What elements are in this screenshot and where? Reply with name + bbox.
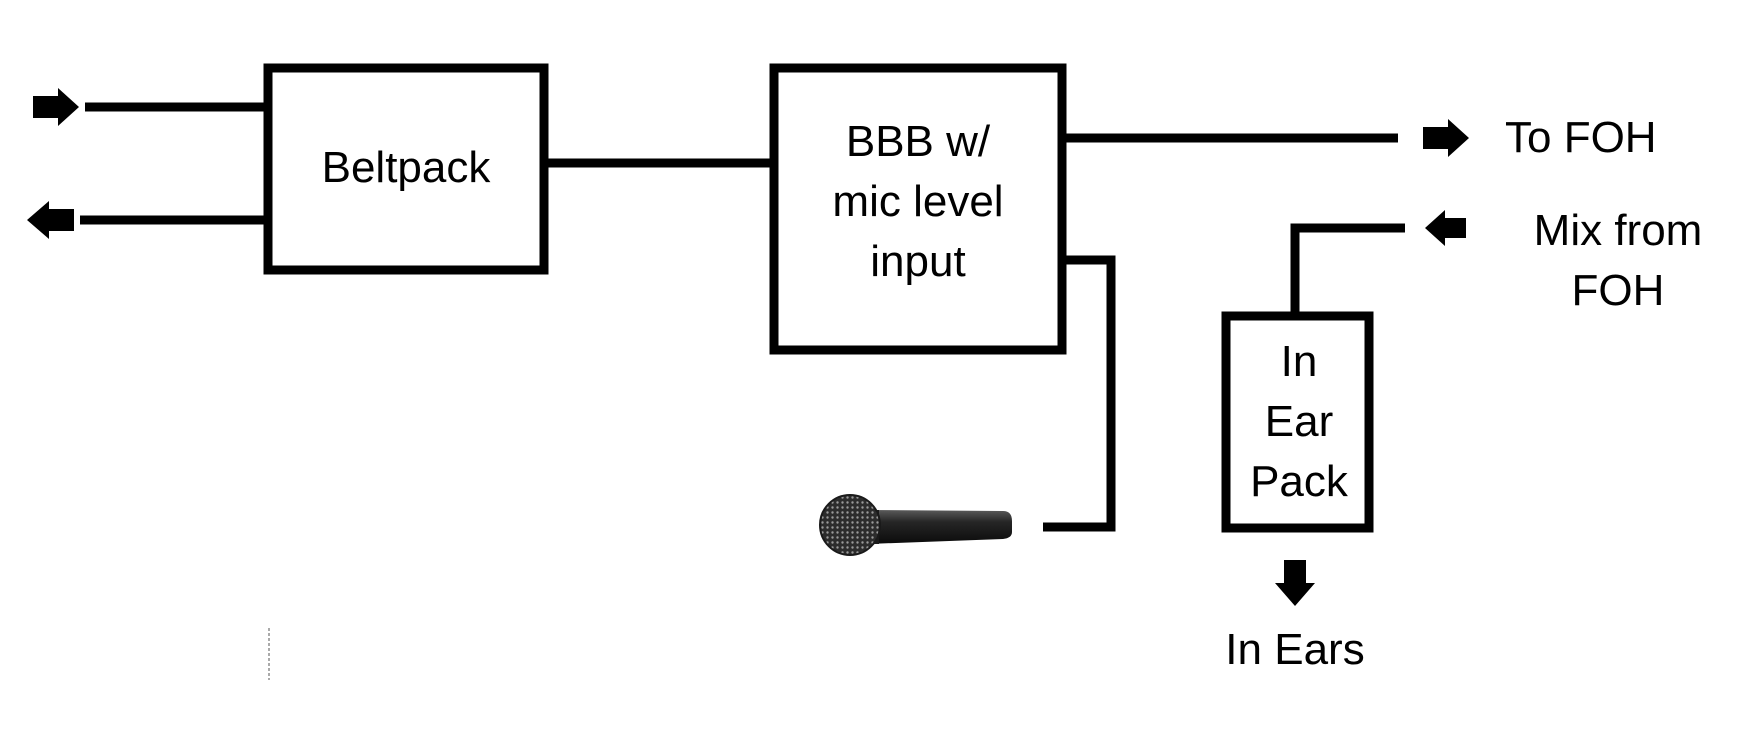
microphone-icon	[819, 494, 1012, 556]
in-ear-pack-box	[1221, 311, 1374, 533]
arrow-down-icon	[1275, 560, 1315, 606]
in-ears-label: In Ears	[1225, 625, 1364, 674]
to-foh-label: To FOH	[1505, 113, 1657, 162]
arrow-right-icon	[33, 88, 79, 126]
in-ear-pack-label-line-3: Pack	[1250, 457, 1349, 506]
in-ear-pack-label-line-2: Ear	[1265, 397, 1333, 446]
beltpack-label: Beltpack	[322, 143, 492, 192]
bbb-to-mic-wire	[1043, 255, 1116, 532]
bbb-box	[769, 63, 1067, 355]
bbb-label-line-1: BBB w/	[846, 117, 991, 166]
beltpack-box	[263, 63, 549, 275]
arrow-left-icon	[1425, 210, 1466, 246]
mix-from-foh-label-line-1: Mix from	[1534, 206, 1703, 255]
in-ear-pack-label-line-1: In	[1281, 337, 1318, 386]
bbb-label-line-3: input	[870, 237, 965, 286]
bbb-label-line-2: mic level	[832, 177, 1003, 226]
arrow-left-icon	[27, 201, 74, 239]
arrow-right-icon	[1423, 119, 1469, 157]
foh-mix-to-in-ear-wire	[1290, 223, 1405, 318]
mix-from-foh-label-line-2: FOH	[1572, 266, 1665, 315]
